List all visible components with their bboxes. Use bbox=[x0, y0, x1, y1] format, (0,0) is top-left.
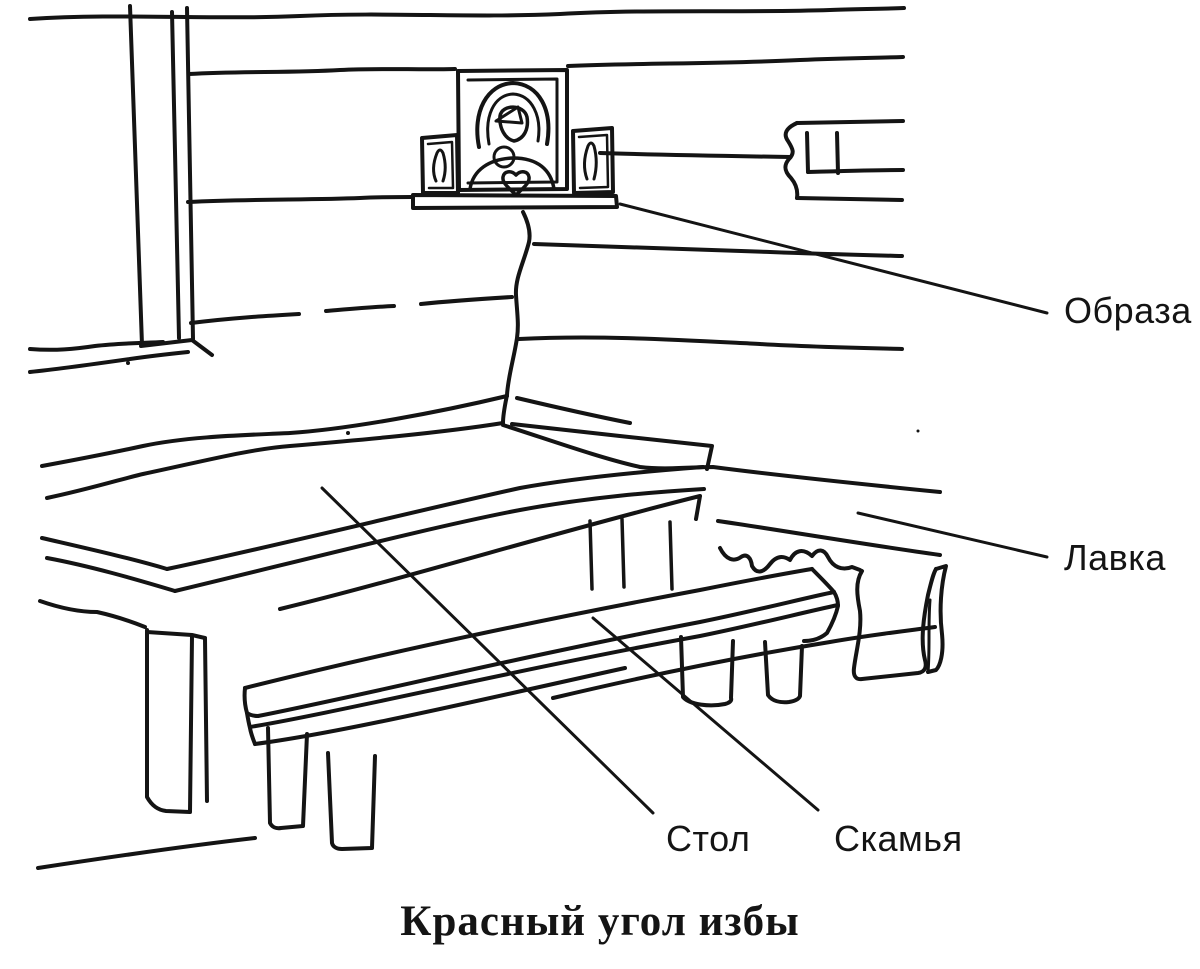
icon-shelf-group bbox=[411, 68, 619, 210]
table bbox=[38, 394, 714, 814]
log-line-left-2a bbox=[187, 67, 457, 76]
label-skamya: Скамья bbox=[834, 818, 963, 859]
bench-apron bbox=[253, 666, 627, 746]
small-window bbox=[598, 119, 905, 202]
log-line-left-2b bbox=[566, 55, 905, 68]
label-lavka: Лавка bbox=[1064, 537, 1166, 578]
log-line-right-1 bbox=[532, 242, 904, 258]
pointer-lavka bbox=[856, 511, 1049, 559]
wall-post bbox=[28, 4, 214, 374]
figure-caption: Красный угол избы bbox=[400, 898, 800, 945]
lavka-carved-board-bottom bbox=[718, 546, 862, 574]
bench-legs bbox=[266, 635, 804, 851]
lavka-leg bbox=[851, 564, 948, 682]
icon-small-left bbox=[420, 133, 460, 195]
wall-bench-lavka bbox=[501, 396, 948, 700]
bench-skamya bbox=[242, 567, 840, 851]
table-leg-front-left bbox=[145, 628, 209, 814]
log-line-left-3 bbox=[186, 195, 414, 204]
lavka-seat-front-edge bbox=[501, 423, 942, 494]
log-line-top bbox=[28, 6, 906, 21]
table-top-thickness bbox=[173, 487, 706, 593]
pointer-lines bbox=[320, 202, 1049, 815]
table-legs-right bbox=[588, 517, 674, 591]
pointer-skamya bbox=[591, 616, 820, 812]
table-left-end-lower bbox=[45, 556, 177, 593]
icon-shelf-board bbox=[411, 193, 619, 210]
lavka-wall-junction bbox=[515, 396, 632, 425]
log-walls bbox=[28, 4, 906, 425]
table-apron-left bbox=[38, 599, 147, 629]
table-back-edge bbox=[45, 421, 505, 500]
icon-small-right bbox=[571, 126, 615, 195]
scan-specks bbox=[126, 361, 920, 435]
label-stol: Стол bbox=[666, 818, 751, 859]
lavka-board-lower-edge bbox=[716, 519, 942, 557]
wall-corner-seam bbox=[501, 210, 532, 425]
pointer-obraza bbox=[618, 202, 1049, 315]
floor-line-left bbox=[36, 836, 257, 870]
wall-bench-edge-left bbox=[40, 394, 509, 468]
label-obraza: Образа bbox=[1064, 290, 1192, 331]
table-left-end-edge bbox=[40, 536, 169, 571]
floor-line-right bbox=[551, 625, 937, 700]
table-back-right-edge bbox=[510, 422, 714, 471]
bench-front-edge bbox=[256, 590, 836, 718]
bench-top-thickness bbox=[248, 603, 840, 729]
pointer-stol bbox=[320, 486, 655, 815]
table-apron bbox=[278, 494, 702, 611]
log-line-left-dashed bbox=[189, 295, 514, 325]
floor-lines bbox=[36, 836, 257, 870]
table-front-edge bbox=[165, 465, 705, 571]
bench-right-end bbox=[802, 567, 840, 643]
bench-back-edge bbox=[243, 567, 814, 690]
log-line-right-2 bbox=[517, 335, 904, 351]
lampada bbox=[501, 170, 531, 197]
